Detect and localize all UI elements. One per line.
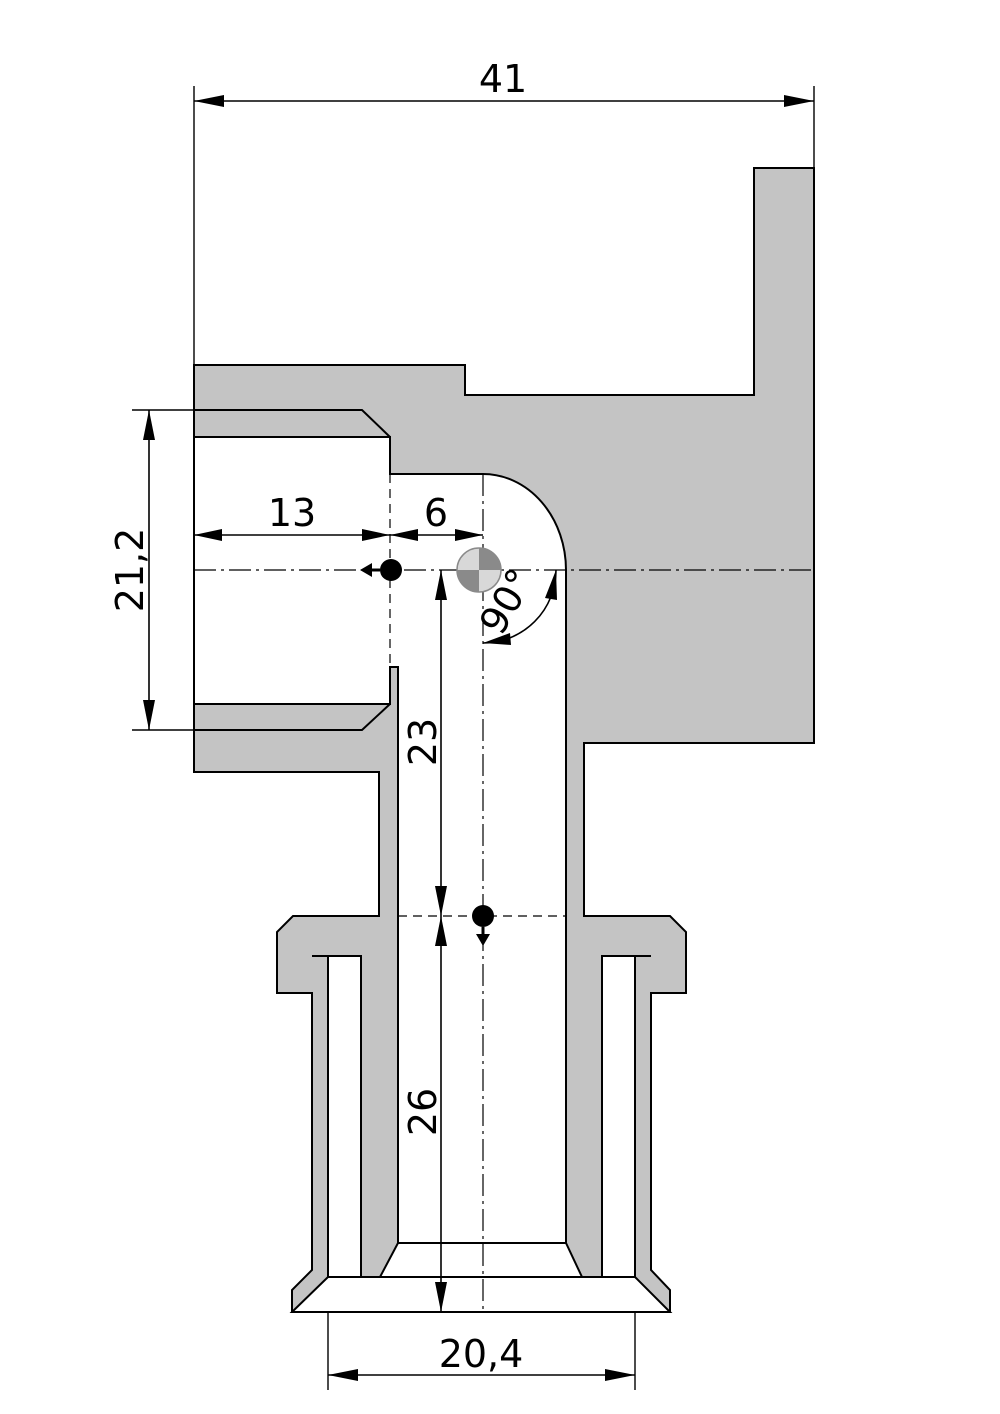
arrowhead [545, 570, 557, 600]
dim-text-outlet-diameter: 20,4 [439, 1332, 524, 1376]
arrowhead [435, 916, 447, 946]
arrowhead [435, 570, 447, 600]
dim-text-upper-length: 23 [401, 718, 445, 766]
arrowhead [483, 633, 511, 645]
arrowhead [143, 700, 155, 730]
arrowhead [784, 95, 814, 107]
arrowhead [435, 886, 447, 916]
dim-text-thread-depth: 13 [268, 491, 316, 535]
arrowhead [390, 529, 418, 541]
flow-direction-down-symbol [472, 905, 494, 946]
outlet-edge-left [311, 955, 328, 1270]
groove-left [327, 955, 362, 1278]
groove-right [601, 955, 636, 1278]
dim-text-thread-diameter: 21,2 [108, 528, 152, 613]
dim-text-offset: 6 [424, 491, 448, 535]
arrowhead [605, 1369, 635, 1381]
center-of-gravity-symbol [456, 547, 502, 593]
arrowhead [362, 529, 390, 541]
thread-line-top [194, 409, 391, 438]
arrowhead [435, 1282, 447, 1312]
flow-direction-left-symbol [360, 559, 402, 581]
arrowhead [328, 1369, 358, 1381]
bore-taper [378, 1242, 584, 1278]
arrowhead [143, 410, 155, 440]
arrowhead [194, 529, 222, 541]
dim-text-lower-length: 26 [401, 1088, 445, 1136]
arrowhead [194, 95, 224, 107]
arrowhead [455, 529, 483, 541]
outlet-ring [289, 1276, 673, 1313]
thread-line-bottom [194, 703, 391, 731]
dim-text-overall-width: 41 [479, 57, 527, 101]
